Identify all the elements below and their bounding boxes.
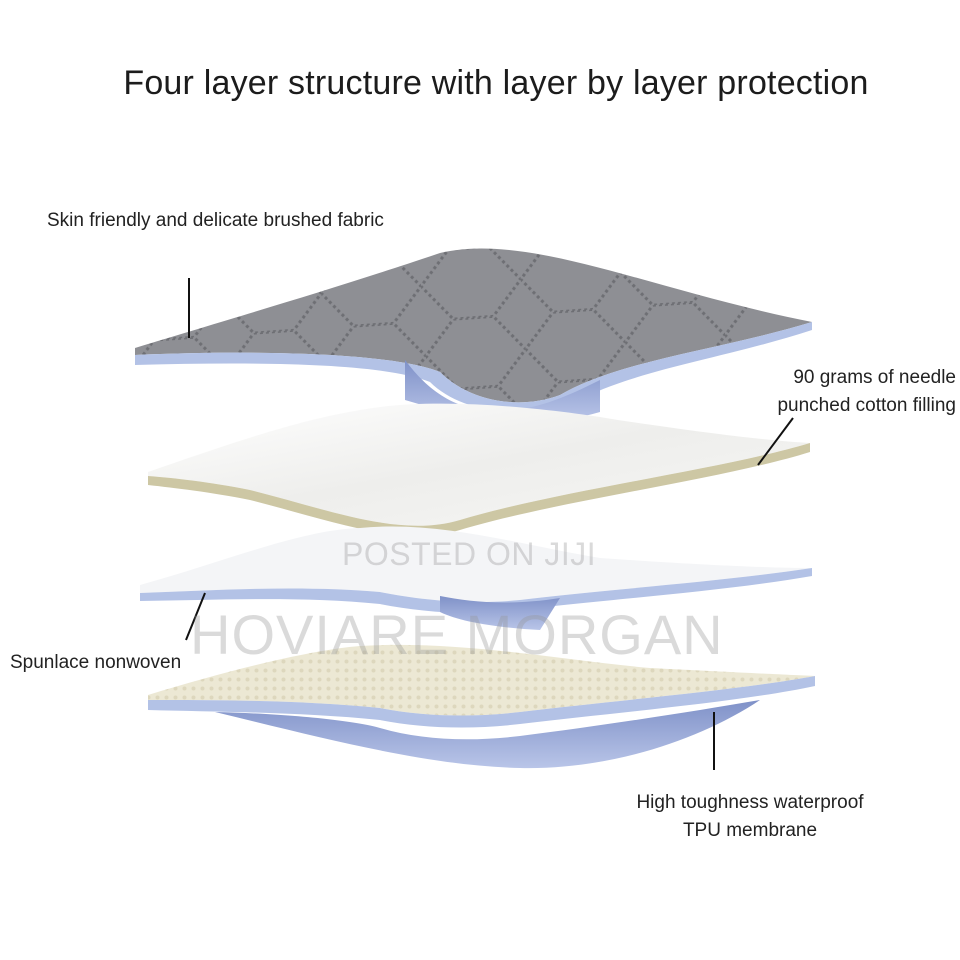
fabric-layer [135,248,812,422]
cotton-layer [148,403,810,536]
cotton-label-line2: punched cotton filling [777,394,956,416]
watermark-brand: HOVIARE MORGAN [190,603,724,666]
tpu-layer [148,644,815,769]
fabric-label: Skin friendly and delicate brushed fabri… [47,210,384,231]
cotton-label: 90 grams of needle punched cotton fillin… [726,364,956,419]
watermark-posted: POSTED ON JIJI [342,536,597,572]
cotton-leader-line [757,417,794,466]
tpu-label-line1: High toughness waterproof [636,792,864,813]
spunlace-label: Spunlace nonwoven [10,652,182,673]
page-title: Four layer structure with layer by layer… [123,64,869,102]
spunlace-leader-line [185,592,206,641]
tpu-label-line2: TPU membrane [682,819,818,841]
tpu-label: High toughness waterproof TPU membrane [560,789,940,844]
cotton-label-line1: 90 grams of needle [793,367,956,388]
spunlace-layer [140,526,812,630]
